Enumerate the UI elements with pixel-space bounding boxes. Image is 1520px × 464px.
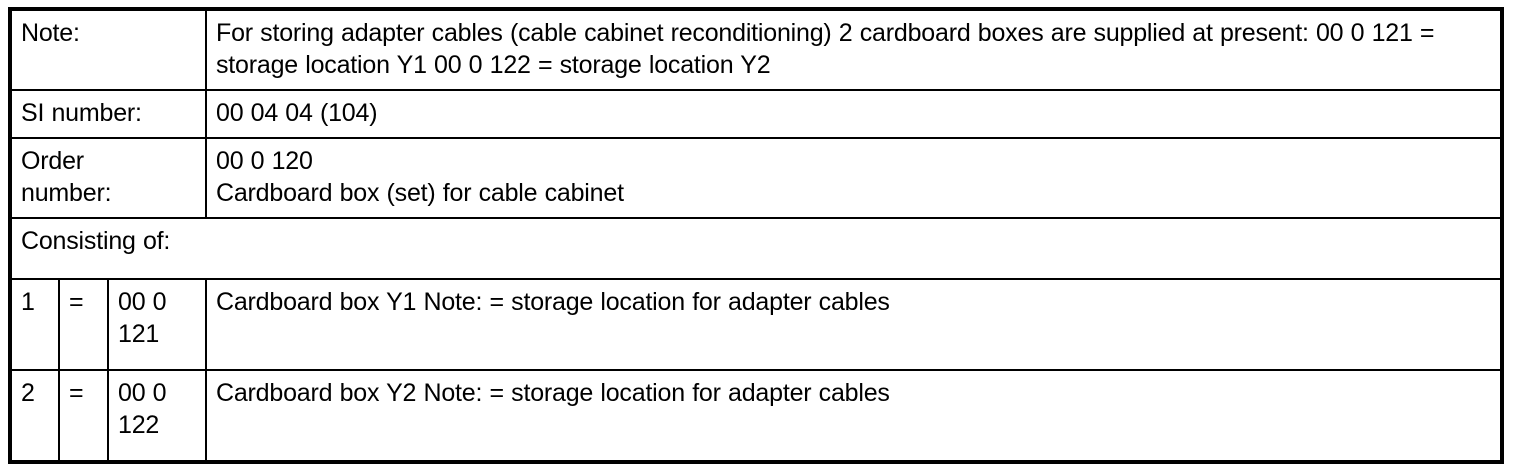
item-code-line1: 00 0 [118, 379, 167, 407]
consisting-of-cell: Consisting of: [9, 217, 1503, 280]
item-code-line2: 121 [118, 320, 160, 348]
table-row-si-number: SI number: 00 04 04 (104) [9, 89, 1503, 139]
note-text: For storing adapter cables (cable cabine… [216, 19, 1435, 79]
si-number-label: SI number: [21, 99, 142, 127]
table-row-order-number: Order number: 00 0 120 Cardboard box (se… [9, 137, 1503, 219]
table-row: 2 = 00 0 122 Cardboard box Y2 Note: = st… [9, 369, 1503, 463]
table-row-consisting-of: Consisting of: [9, 217, 1503, 280]
order-number-value-line1: 00 0 120 [216, 147, 313, 175]
document-page: Note: For storing adapter cables (cable … [8, 7, 1504, 464]
item-equals-cell: = [58, 278, 109, 371]
note-text-cell: For storing adapter cables (cable cabine… [205, 8, 1503, 91]
order-number-value-line2: Cardboard box (set) for cable cabinet [216, 179, 624, 207]
item-index-cell: 1 [9, 278, 60, 371]
item-description: Cardboard box Y1 Note: = storage locatio… [216, 288, 890, 316]
item-equals-cell: = [58, 369, 109, 463]
item-description-cell: Cardboard box Y1 Note: = storage locatio… [205, 278, 1503, 371]
item-index: 2 [21, 379, 35, 407]
order-number-value-cell: 00 0 120 Cardboard box (set) for cable c… [205, 137, 1503, 219]
table-row-note: Note: For storing adapter cables (cable … [9, 8, 1503, 91]
note-label: Note: [21, 19, 80, 47]
table-row: 1 = 00 0 121 Cardboard box Y1 Note: = st… [9, 278, 1503, 371]
item-description: Cardboard box Y2 Note: = storage locatio… [216, 379, 890, 407]
item-index-cell: 2 [9, 369, 60, 463]
item-index: 1 [21, 288, 35, 316]
item-code-cell: 00 0 122 [107, 369, 207, 463]
order-number-label-cell: Order number: [9, 137, 207, 219]
order-number-label-line1: Order [21, 147, 84, 175]
order-number-label-line2: number: [21, 179, 112, 207]
note-label-cell: Note: [9, 8, 207, 91]
si-number-label-cell: SI number: [9, 89, 207, 139]
item-code-cell: 00 0 121 [107, 278, 207, 371]
parts-information-table: Note: For storing adapter cables (cable … [8, 7, 1504, 464]
item-equals-sign: = [69, 379, 84, 407]
consisting-of-label: Consisting of: [21, 227, 171, 255]
item-code-line2: 122 [118, 411, 160, 439]
item-code-line1: 00 0 [118, 288, 167, 316]
item-equals-sign: = [69, 288, 84, 316]
si-number-value-cell: 00 04 04 (104) [205, 89, 1503, 139]
item-description-cell: Cardboard box Y2 Note: = storage locatio… [205, 369, 1503, 463]
si-number-value: 00 04 04 (104) [216, 99, 378, 127]
